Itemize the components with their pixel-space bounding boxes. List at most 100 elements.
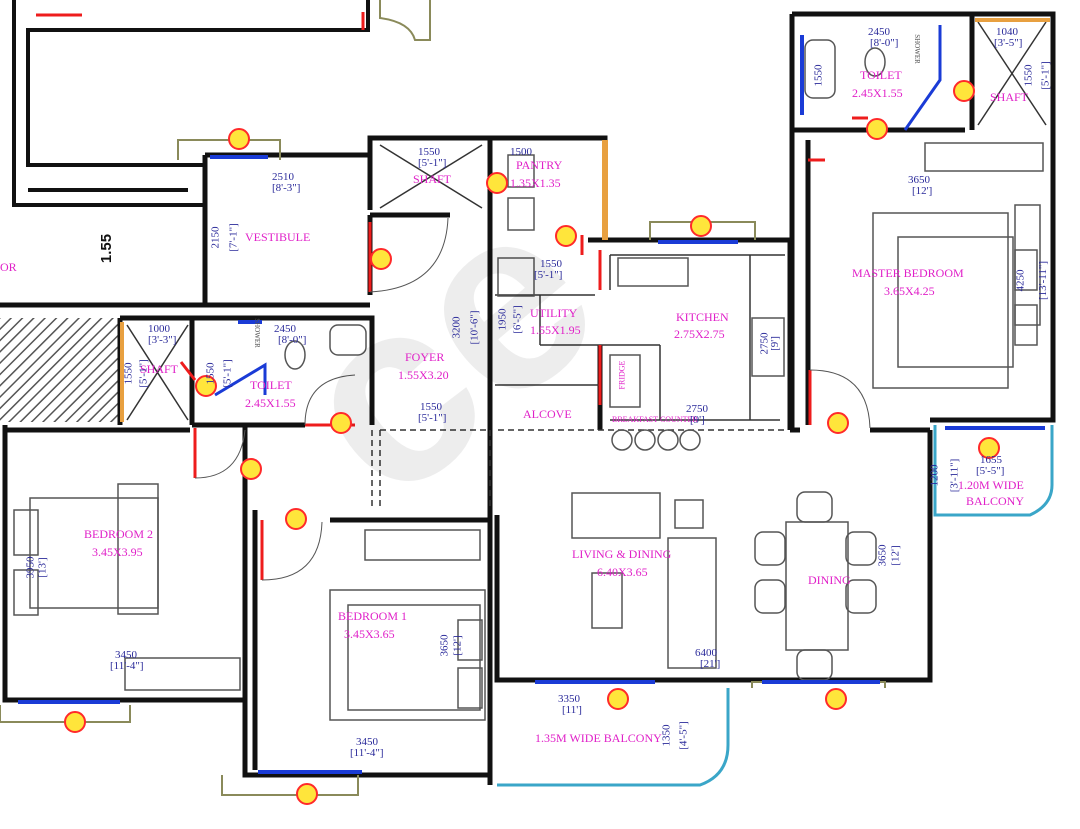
dim-corridor: 1.55 xyxy=(98,233,116,264)
dim-mb-h: 4250 xyxy=(1014,269,1027,292)
dim-b1-w: 3450 xyxy=(356,736,378,748)
dim-mt-w: 2450 xyxy=(868,26,890,38)
dim-mt-h: 1550 xyxy=(812,64,825,87)
marker-kitchen-window[interactable] xyxy=(690,215,712,237)
label-kitchen: KITCHEN xyxy=(676,310,729,324)
dim-kitchen-h-ft: [9'] xyxy=(768,336,781,351)
dim-vestibule-h-ft: [7'-1"] xyxy=(227,223,240,252)
dim-mb-w: 3650 xyxy=(908,174,930,186)
marker-balcony-right[interactable] xyxy=(978,437,1000,459)
dim-ct-h: 1550 xyxy=(204,362,217,385)
dim-utility-w: 1550 xyxy=(540,258,562,270)
dim-ms-h: 1550 xyxy=(1022,64,1035,87)
marker-vestibule-window[interactable] xyxy=(228,128,250,150)
dim-shaft-w-ft: [5'-1"] xyxy=(418,157,447,169)
label-living: LIVING & DINING xyxy=(572,547,672,561)
dim-foyer-w: 1550 xyxy=(420,401,442,413)
dim-utility-w-ft: [5'-1"] xyxy=(534,269,563,281)
marker-master-shaft[interactable] xyxy=(953,80,975,102)
dim-liv-w-ft: [21'] xyxy=(700,658,721,670)
label-shower-common: SHOWER xyxy=(252,318,261,348)
dim-foyer-w-ft: [5'-1"] xyxy=(418,412,447,424)
label-alcove: ALCOVE xyxy=(523,407,572,421)
dim-bal-r-w-ft: [5'-5"] xyxy=(976,465,1005,477)
label-toilet-master: TOILET xyxy=(860,68,902,82)
dim-mb-w-ft: [12'] xyxy=(912,185,933,197)
dim-liv-w: 6400 xyxy=(695,647,717,659)
dim-vestibule-w: 2510 xyxy=(272,171,294,183)
dim-shaft-w: 1550 xyxy=(418,146,440,158)
label-foyer-size: 1.55X3.20 xyxy=(398,368,449,382)
label-toilet-common-size: 2.45X1.55 xyxy=(245,396,296,410)
label-balcony-right: 1.20M WIDE xyxy=(958,478,1024,492)
label-pantry-size: 1.35X1.35 xyxy=(510,176,561,190)
label-shaft-common: SHAFT xyxy=(140,362,179,376)
label-toilet-master-size: 2.45X1.55 xyxy=(852,86,903,100)
walls xyxy=(0,11,1056,785)
dim-mt-w-ft: [8'-0"] xyxy=(870,37,899,49)
dim-kitchen-w-ft: [9'] xyxy=(690,414,705,426)
marker-master-door[interactable] xyxy=(827,412,849,434)
dim-utility-h: 1950 xyxy=(496,308,509,331)
marker-bedroom2-door[interactable] xyxy=(240,458,262,480)
dim-bal-b-h-ft: [4'-5"] xyxy=(677,721,690,750)
label-balcony-right-2: BALCONY xyxy=(966,494,1025,508)
label-corridor: OR xyxy=(0,260,17,274)
dim-bal-r-h: 1200 xyxy=(928,464,941,487)
marker-dining-window[interactable] xyxy=(825,688,847,710)
marker-pantry[interactable] xyxy=(486,172,508,194)
label-master-bedroom: MASTER BEDROOM xyxy=(852,266,964,280)
label-foyer: FOYER xyxy=(405,350,445,364)
dim-b2-h-ft: [13'] xyxy=(36,557,49,578)
label-bedroom2: BEDROOM 2 xyxy=(84,527,154,541)
marker-bedroom1-door[interactable] xyxy=(285,508,307,530)
dim-b2-w: 3450 xyxy=(115,649,137,661)
dim-ct-w: 2450 xyxy=(274,323,296,335)
marker-master-toilet[interactable] xyxy=(866,118,888,140)
dim-foyer-h: 3200 xyxy=(450,316,463,339)
label-kitchen-size: 2.75X2.75 xyxy=(674,327,725,341)
dim-cs-w: 1000 xyxy=(148,323,170,335)
dim-ms-w: 1040 xyxy=(996,26,1018,38)
dim-liv-h-ft: [12'] xyxy=(889,545,902,566)
marker-bedroom2-window[interactable] xyxy=(64,711,86,733)
label-pantry: PANTRY xyxy=(516,158,563,172)
furniture xyxy=(13,39,1044,721)
label-bedroom1: BEDROOM 1 xyxy=(338,609,408,623)
balcony-rails xyxy=(497,425,1054,787)
windows xyxy=(18,35,1045,774)
dim-liv-h: 3650 xyxy=(876,544,889,567)
dim-b1-h-ft: [12'] xyxy=(451,635,464,656)
dim-bal-r-w: 1655 xyxy=(980,454,1002,466)
dim-bal-r-h-ft: [3'-11"] xyxy=(948,458,961,493)
label-bedroom2-size: 3.45X3.95 xyxy=(92,545,143,559)
dim-b2-h: 3950 xyxy=(24,556,37,579)
label-bedroom1-size: 3.45X3.65 xyxy=(344,627,395,641)
dim-ct-h-ft: [5'-1"] xyxy=(221,359,234,388)
dim-mb-h-ft: [13'-11"] xyxy=(1037,260,1050,301)
dim-ms-w-ft: [3'-5"] xyxy=(994,37,1023,49)
doors xyxy=(179,116,871,581)
adjacent-block xyxy=(12,0,370,207)
marker-common-toilet[interactable] xyxy=(195,375,217,397)
dim-b1-w-ft: [11'-4"] xyxy=(350,747,384,759)
dim-pantry-w: 1500 xyxy=(510,146,532,158)
dim-kitchen-w: 2750 xyxy=(686,403,708,415)
dim-ct-w-ft: [8'-0"] xyxy=(278,334,307,346)
label-vestibule: VESTIBULE xyxy=(245,230,311,244)
dim-ms-h-ft: [5'-1"] xyxy=(1039,61,1052,90)
dim-b1-h: 3650 xyxy=(438,634,451,657)
label-fridge: FRIDGE xyxy=(617,360,627,390)
dim-bal-b-h: 1350 xyxy=(660,724,673,747)
dim-cs-w-ft: [3'-3"] xyxy=(148,334,177,346)
marker-bedroom1-window[interactable] xyxy=(296,783,318,805)
dim-cs-h: 1550 xyxy=(122,362,135,385)
marker-utility[interactable] xyxy=(555,225,577,247)
marker-vestibule-door[interactable] xyxy=(370,248,392,270)
marker-foyer[interactable] xyxy=(330,412,352,434)
label-breakfast: BREAKFAST COUNTER xyxy=(612,415,698,424)
dim-cs-h-ft: [5'-1"] xyxy=(137,359,150,388)
label-dining: DINING xyxy=(808,573,851,587)
shower-doors xyxy=(214,25,942,397)
marker-living-window[interactable] xyxy=(607,688,629,710)
